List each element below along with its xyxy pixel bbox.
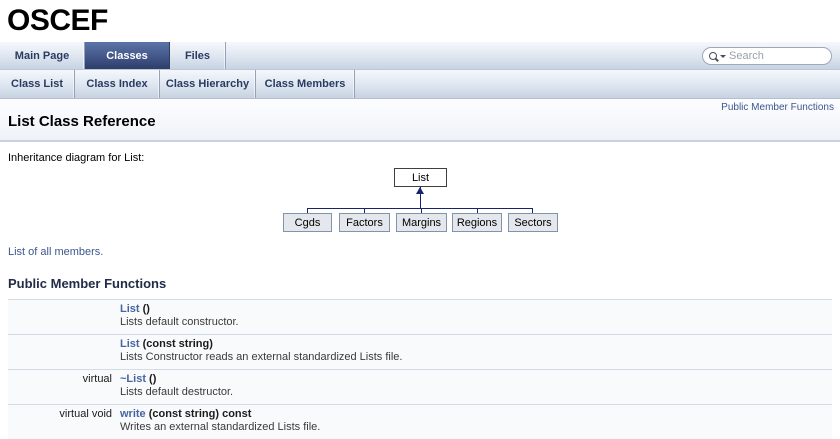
table-row: virtual void write (const string) const [8, 404, 832, 420]
diagram-connector-horizontal [307, 208, 533, 209]
table-row: Lists default destructor. [8, 385, 832, 405]
member-return-type [8, 334, 120, 350]
member-description: Writes an external standardized Lists fi… [120, 420, 832, 439]
table-row: List (const string) [8, 334, 832, 350]
member-params: () [145, 373, 157, 385]
tab-class-list[interactable]: Class List [0, 70, 75, 98]
site-logo: OSCEF [7, 4, 108, 37]
member-link-list-ctor-string[interactable]: List [120, 338, 140, 350]
member-signature: ~List () [120, 369, 832, 385]
table-row: virtual ~List () [8, 369, 832, 385]
page-title: List Class Reference [8, 113, 156, 130]
search-icon [709, 52, 717, 60]
spacer-cell [8, 420, 120, 439]
search-input[interactable] [729, 50, 825, 62]
member-description: Lists default constructor. [120, 315, 832, 335]
member-return-type: virtual void [8, 404, 120, 420]
member-return-type: virtual [8, 369, 120, 385]
diagram-node-cgds[interactable]: Cgds [283, 213, 332, 232]
spacer-cell [8, 385, 120, 405]
tab-main-page[interactable]: Main Page [0, 42, 85, 69]
tab-class-index[interactable]: Class Index [75, 70, 160, 98]
member-params: (const string) const [145, 408, 252, 420]
tab-classes[interactable]: Classes [85, 42, 170, 69]
diagram-node-regions[interactable]: Regions [452, 213, 502, 232]
classes-sub-tab-bar: Class List Class Index Class Hierarchy C… [0, 70, 840, 99]
tab-class-hierarchy[interactable]: Class Hierarchy [160, 70, 256, 98]
inheritance-caption: Inheritance diagram for List: [8, 152, 145, 164]
member-params: () [139, 303, 150, 315]
member-signature: write (const string) const [120, 404, 832, 420]
diagram-stub-cgds [307, 208, 308, 214]
member-signature: List (const string) [120, 334, 832, 350]
search-box[interactable] [702, 47, 832, 65]
diagram-arrow-up-icon [416, 187, 424, 194]
table-row: Writes an external standardized Lists fi… [8, 420, 832, 439]
table-row: Lists Constructor reads an external stan… [8, 350, 832, 370]
diagram-node-sectors[interactable]: Sectors [508, 213, 558, 232]
spacer-cell [8, 350, 120, 370]
table-row: List () [8, 299, 832, 315]
public-member-functions-heading: Public Member Functions [8, 276, 167, 291]
member-description: Lists Constructor reads an external stan… [120, 350, 832, 370]
member-link-list-ctor[interactable]: List [120, 303, 140, 315]
member-description: Lists default destructor. [120, 385, 832, 405]
member-params: (const string) [139, 338, 213, 350]
diagram-stub-factors [364, 208, 365, 214]
tab-class-members[interactable]: Class Members [256, 70, 355, 98]
main-tab-bar: Main Page Classes Files [0, 42, 840, 70]
summary-public-member-functions-link[interactable]: Public Member Functions [721, 102, 834, 113]
member-link-write[interactable]: write [120, 408, 146, 420]
tab-files[interactable]: Files [170, 42, 226, 69]
table-row: Lists default constructor. [8, 315, 832, 335]
diagram-stub-sectors [532, 208, 533, 214]
diagram-connector-vertical [420, 187, 421, 208]
diagram-node-margins[interactable]: Margins [396, 213, 447, 232]
diagram-node-list: List [394, 168, 447, 187]
member-link-list-dtor[interactable]: ~List [120, 373, 146, 385]
diagram-stub-regions [477, 208, 478, 214]
all-members-link[interactable]: List of all members. [8, 246, 104, 258]
member-functions-table: List () Lists default constructor. List … [8, 299, 832, 439]
spacer-cell [8, 315, 120, 335]
member-signature: List () [120, 299, 832, 315]
member-return-type [8, 299, 120, 315]
inheritance-diagram: List Cgds Factors Margins Regions Sector… [0, 166, 840, 236]
page-header: Public Member Functions List Class Refer… [0, 99, 840, 142]
diagram-stub-margins [421, 208, 422, 214]
search-options-caret-icon[interactable] [720, 54, 726, 58]
diagram-node-factors[interactable]: Factors [339, 213, 390, 232]
